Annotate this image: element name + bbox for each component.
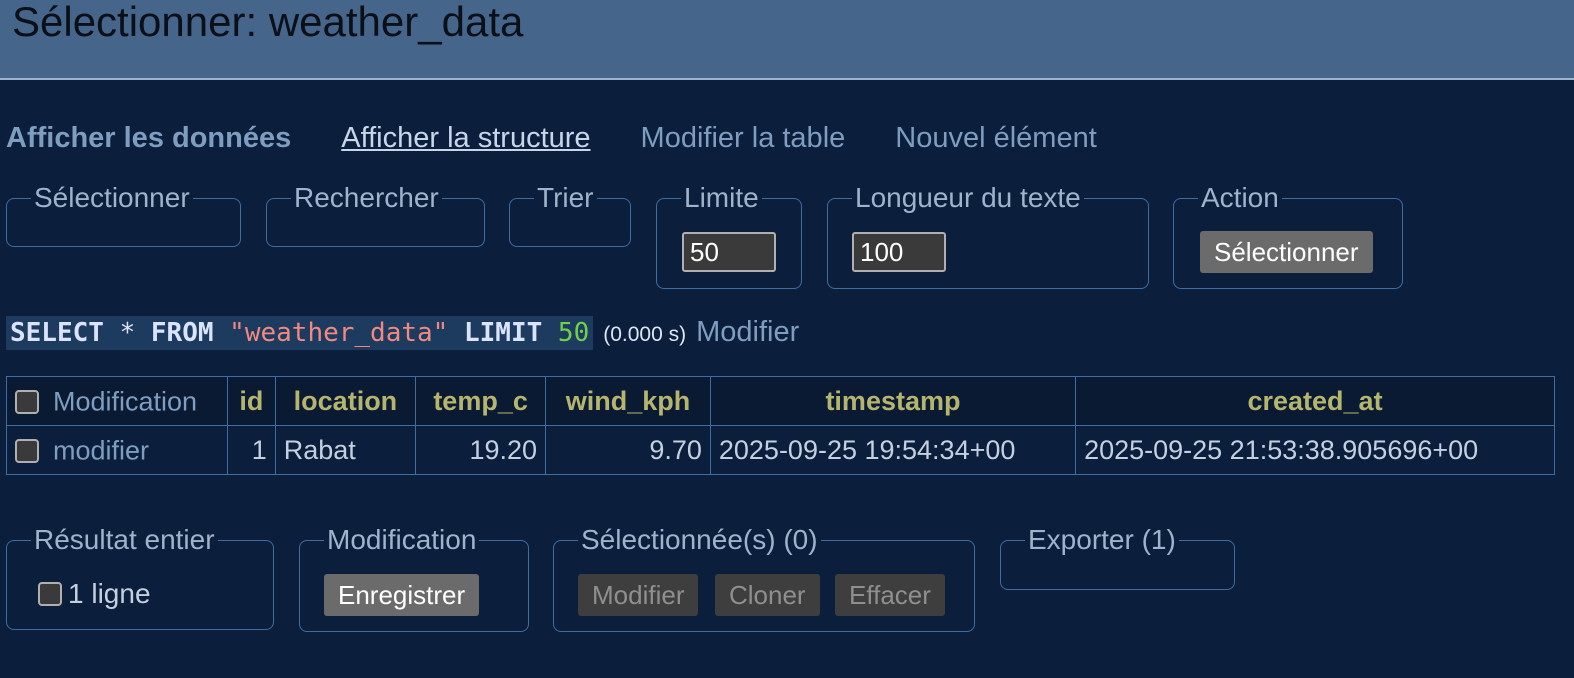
header-timestamp[interactable]: timestamp (709, 376, 1077, 426)
select-fieldset[interactable]: Sélectionner (6, 182, 241, 247)
limit-input[interactable]: 50 (682, 232, 776, 272)
action-legend: Action (1201, 182, 1279, 213)
clone-button[interactable]: Cloner (715, 574, 820, 616)
title-bar: Sélectionner: weather_data (0, 0, 1574, 80)
row-action-cell: modifier (6, 425, 228, 475)
nav-new-item[interactable]: Nouvel élément (895, 122, 1097, 154)
header-location[interactable]: location (274, 376, 417, 426)
results-table: Modification id location temp_c wind_kph… (6, 376, 1555, 475)
selected-fieldset: Sélectionnée(s) (0) (553, 524, 975, 632)
nav-alter-table[interactable]: Modifier la table (640, 122, 846, 154)
text-length-legend: Longueur du texte (855, 182, 1081, 213)
sql-query: SELECT * FROM "weather_data" LIMIT 50 (6, 316, 594, 350)
header-temp-c[interactable]: temp_c (415, 376, 547, 426)
edit-query-link[interactable]: Modifier (696, 316, 800, 348)
whole-result-option: 1 ligne (38, 578, 151, 610)
header-wind-kph[interactable]: wind_kph (545, 376, 711, 426)
table-row: modifier 1 Rabat 19.20 9.70 2025-09-25 1… (6, 425, 1555, 475)
limit-legend: Limite (684, 182, 759, 213)
search-legend[interactable]: Rechercher (294, 182, 439, 213)
selected-legend: Sélectionnée(s) (0) (581, 524, 818, 555)
nav-show-structure[interactable]: Afficher la structure (341, 122, 591, 154)
export-fieldset[interactable]: Exporter (1) (1000, 524, 1235, 590)
export-legend[interactable]: Exporter (1) (1028, 524, 1176, 555)
modification-legend: Modification (327, 524, 477, 555)
header-modification: Modification (6, 376, 228, 426)
table-header-row: Modification id location temp_c wind_kph… (6, 376, 1555, 426)
header-id[interactable]: id (227, 376, 276, 426)
cell-timestamp: 2025-09-25 19:54:34+00 (709, 425, 1077, 475)
select-legend[interactable]: Sélectionner (34, 182, 190, 213)
edit-selected-button[interactable]: Modifier (578, 574, 699, 616)
select-action-button[interactable]: Sélectionner (1200, 231, 1373, 273)
nav-show-data[interactable]: Afficher les données (6, 122, 292, 154)
action-fieldset: Action (1173, 182, 1403, 289)
whole-result-legend: Résultat entier (34, 524, 215, 555)
whole-result-checkbox[interactable] (38, 582, 62, 606)
sort-legend[interactable]: Trier (537, 182, 594, 213)
page-title: Sélectionner: weather_data (12, 0, 524, 45)
cell-temp-c: 19.20 (415, 425, 547, 475)
row-edit-link[interactable]: modifier (53, 435, 150, 466)
row-count-label: 1 ligne (68, 578, 151, 609)
delete-button[interactable]: Effacer (835, 574, 945, 616)
header-created-at[interactable]: created_at (1075, 376, 1555, 426)
save-button[interactable]: Enregistrer (324, 574, 480, 616)
select-all-checkbox[interactable] (15, 389, 39, 414)
limit-fieldset: Limite (656, 182, 802, 289)
cell-created-at: 2025-09-25 21:53:38.905696+00 (1075, 425, 1555, 475)
sql-query-line: SELECT * FROM "weather_data" LIMIT 50 (0… (6, 316, 799, 350)
whole-result-fieldset: Résultat entier (6, 524, 274, 630)
query-duration: (0.000 s) (603, 323, 687, 346)
text-length-fieldset: Longueur du texte (827, 182, 1149, 289)
cell-wind-kph: 9.70 (545, 425, 711, 475)
nav-links: Afficher les données Afficher la structu… (6, 122, 1147, 155)
text-length-input[interactable]: 100 (852, 232, 946, 272)
search-fieldset[interactable]: Rechercher (266, 182, 485, 247)
modification-fieldset: Modification (299, 524, 529, 632)
sort-fieldset[interactable]: Trier (509, 182, 631, 247)
cell-location: Rabat (274, 425, 417, 475)
row-checkbox[interactable] (15, 438, 39, 463)
cell-id: 1 (227, 425, 276, 475)
